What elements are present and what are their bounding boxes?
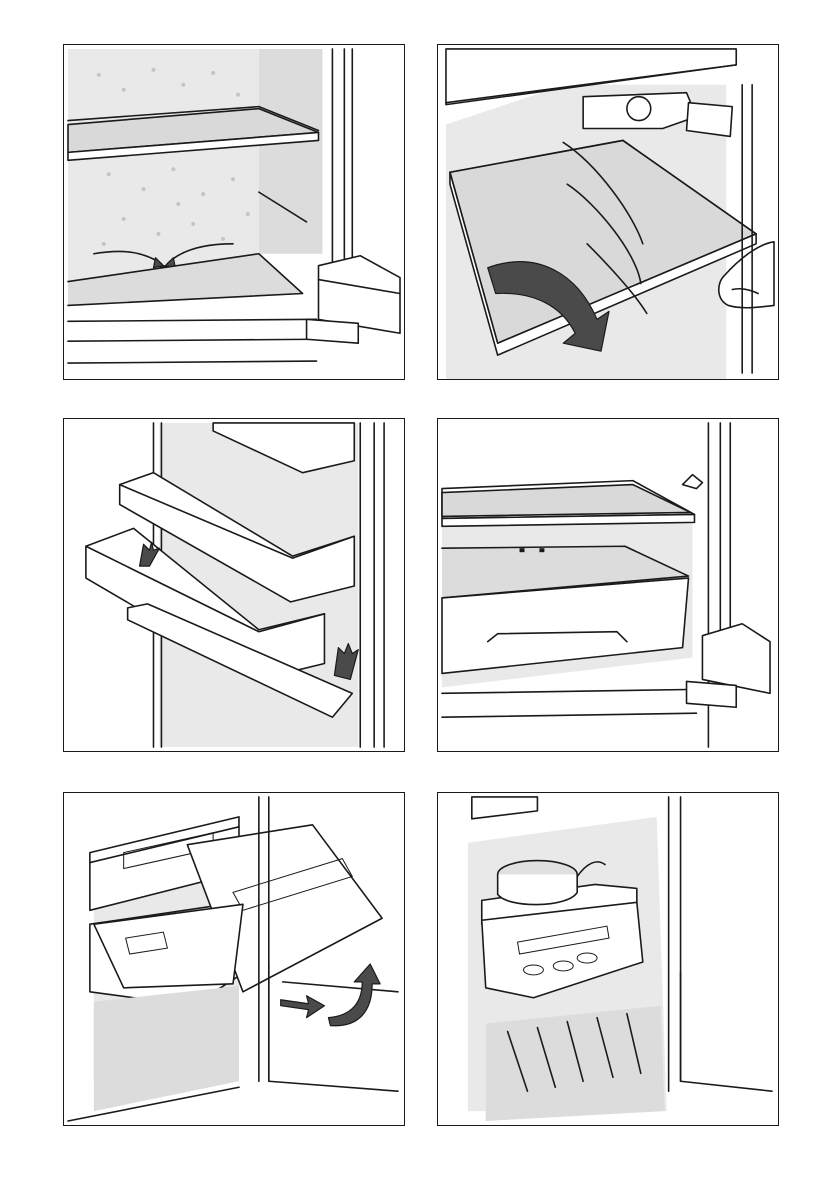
illustration-panel-freezer-drawer [63, 792, 405, 1126]
remove-glass-shelf-icon [438, 45, 778, 379]
illustration-panel-door-shelf [63, 418, 405, 752]
defrost-drain-icon [64, 45, 404, 379]
freezer-tray-icon [438, 793, 778, 1125]
illustration-panel-remove-shelf [437, 44, 779, 380]
crisper-drawer-shelf-icon [438, 419, 778, 751]
illustration-panel-freezer-tray [437, 792, 779, 1126]
remove-freezer-drawer-icon [64, 793, 404, 1125]
remove-door-shelf-icon [64, 419, 404, 751]
illustration-panel-defrost-drain [63, 44, 405, 380]
illustration-panel-crisper [437, 418, 779, 752]
